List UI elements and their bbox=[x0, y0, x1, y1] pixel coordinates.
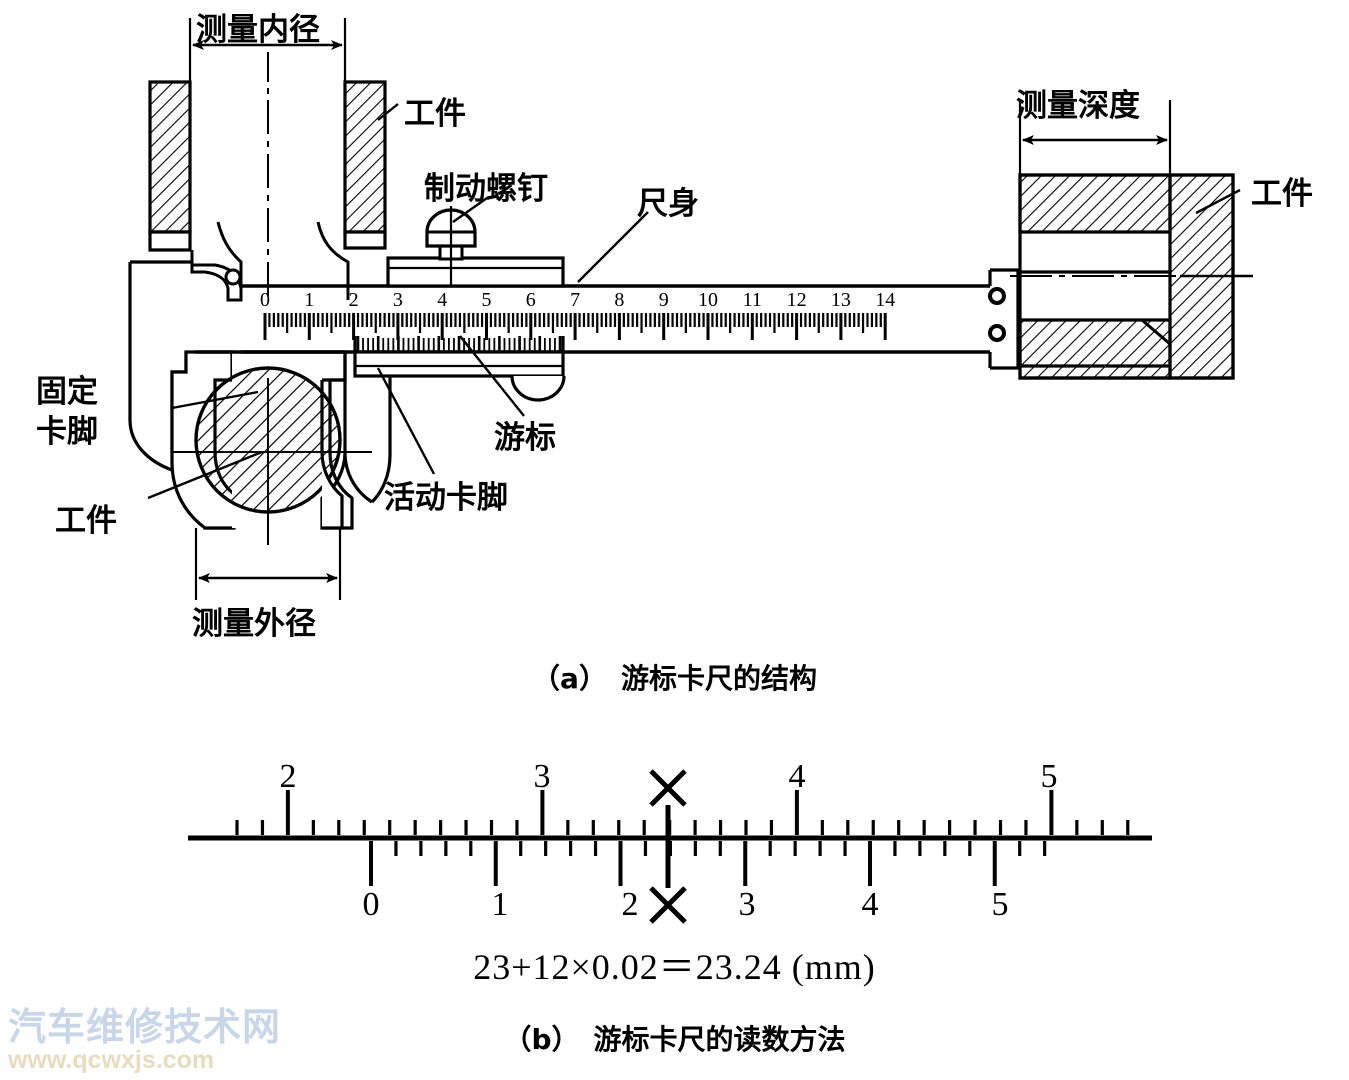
beam-scale-label: 4 bbox=[437, 289, 447, 311]
beam-scale-label: 8 bbox=[614, 289, 624, 311]
main-scale-labels: 2 3 4 5 bbox=[280, 758, 1058, 795]
workpiece-inner-diameter bbox=[148, 52, 387, 300]
watermark-site-name: 汽车维修技术网 bbox=[8, 1005, 282, 1049]
workpiece-outer-diameter bbox=[172, 350, 372, 545]
vernier-scale-label: 5 bbox=[992, 886, 1009, 923]
label-measure-depth: 测量深度 bbox=[1016, 88, 1140, 124]
beam-scale-label: 5 bbox=[482, 289, 492, 311]
beam-scale-label: 1 bbox=[304, 289, 314, 311]
watermark-url: www.qcwxjs.com bbox=[8, 1046, 215, 1074]
vernier-scale-label: 2 bbox=[622, 886, 639, 923]
leader-workpiece-left bbox=[147, 450, 263, 500]
vernier-scale-on-beam bbox=[356, 336, 562, 352]
watermark: 汽车维修技术网 www.qcwxjs.com bbox=[8, 1008, 281, 1074]
caption-b: （b） 游标卡尺的读数方法 bbox=[503, 1023, 846, 1056]
main-scale-label: 4 bbox=[789, 758, 806, 795]
beam-scale-label: 3 bbox=[393, 289, 403, 311]
caption-a: （a） 游标卡尺的结构 bbox=[532, 662, 817, 695]
beam-scale-label: 9 bbox=[659, 289, 669, 311]
label-movable-jaw: 活动卡脚 bbox=[384, 480, 508, 516]
vernier-scale-label: 0 bbox=[363, 886, 380, 923]
caliper-slider bbox=[353, 206, 566, 402]
leader-movable-jaw bbox=[376, 367, 436, 475]
beam-scale-label: 12 bbox=[787, 289, 807, 311]
vernier-scale-label: 4 bbox=[862, 886, 879, 923]
label-fixed-jaw: 固定 卡脚 bbox=[36, 372, 98, 452]
label-measure-outer-diameter: 测量外径 bbox=[192, 606, 316, 642]
beam-scale-label: 13 bbox=[831, 289, 851, 311]
beam-scale-label: 0 bbox=[260, 289, 270, 311]
alignment-cross bbox=[649, 769, 687, 924]
leader-beam bbox=[577, 211, 649, 283]
leader-workpiece-top bbox=[377, 103, 399, 121]
label-fixed-jaw-line1: 固定 bbox=[36, 374, 98, 410]
beam-scale-label: 14 bbox=[875, 289, 895, 311]
vernier-scale-labels: 0 1 2 3 4 5 bbox=[363, 886, 1009, 923]
label-workpiece-top: 工件 bbox=[404, 96, 466, 132]
vernier-scale-label: 3 bbox=[739, 886, 756, 923]
leader-vernier bbox=[459, 335, 525, 417]
reading-diagram: 2 3 4 5 0 1 2 3 4 5 bbox=[188, 758, 1152, 924]
beam-scale-label: 7 bbox=[570, 289, 580, 311]
caliper-movable-jaw bbox=[320, 352, 392, 530]
main-scale-ticks bbox=[235, 790, 1130, 835]
vernier-scale-ticks bbox=[369, 841, 1047, 886]
dimension-inner-diameter bbox=[188, 18, 347, 88]
beam-scale-label: 2 bbox=[349, 289, 359, 311]
label-workpiece-left: 工件 bbox=[55, 503, 117, 539]
dimension-outer-diameter bbox=[194, 528, 342, 600]
main-scale-label: 5 bbox=[1041, 758, 1058, 795]
beam-scale-label: 6 bbox=[526, 289, 536, 311]
label-workpiece-right: 工件 bbox=[1251, 176, 1313, 212]
main-scale-label: 2 bbox=[280, 758, 297, 795]
dimension-depth bbox=[1018, 100, 1172, 182]
beam-scale-label: 11 bbox=[743, 289, 762, 311]
label-fixed-jaw-line2: 卡脚 bbox=[36, 414, 98, 450]
beam-scale-label: 10 bbox=[698, 289, 718, 311]
beam-scale bbox=[263, 313, 887, 340]
label-measure-inner-diameter: 测量内径 bbox=[196, 12, 320, 48]
leader-workpiece-right bbox=[1195, 188, 1241, 215]
label-vernier: 游标 bbox=[494, 420, 556, 456]
main-scale-label: 3 bbox=[534, 758, 551, 795]
leader-fixed-jaw bbox=[171, 390, 259, 410]
reading-equation: 23+12×0.02＝23.24 (mm) bbox=[473, 947, 876, 987]
label-brake-screw: 制动螺钉 bbox=[424, 171, 548, 207]
label-beam: 尺身 bbox=[637, 186, 699, 222]
workpiece-depth bbox=[1018, 173, 1253, 380]
leader-brake-screw bbox=[452, 197, 488, 223]
vernier-scale-label: 1 bbox=[492, 886, 509, 923]
